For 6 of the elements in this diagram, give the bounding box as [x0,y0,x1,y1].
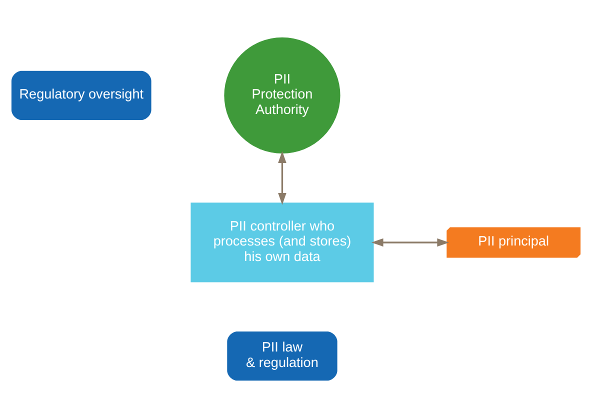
arrow [278,150,286,204]
node-circle: PII Protection Authority [224,36,340,153]
node-box: Regulatory oversight [11,70,152,120]
arrow [371,238,450,246]
node-box: PII law & regulation [227,330,338,380]
node-box: PII controller who processes (and stores) his own data [190,202,374,282]
